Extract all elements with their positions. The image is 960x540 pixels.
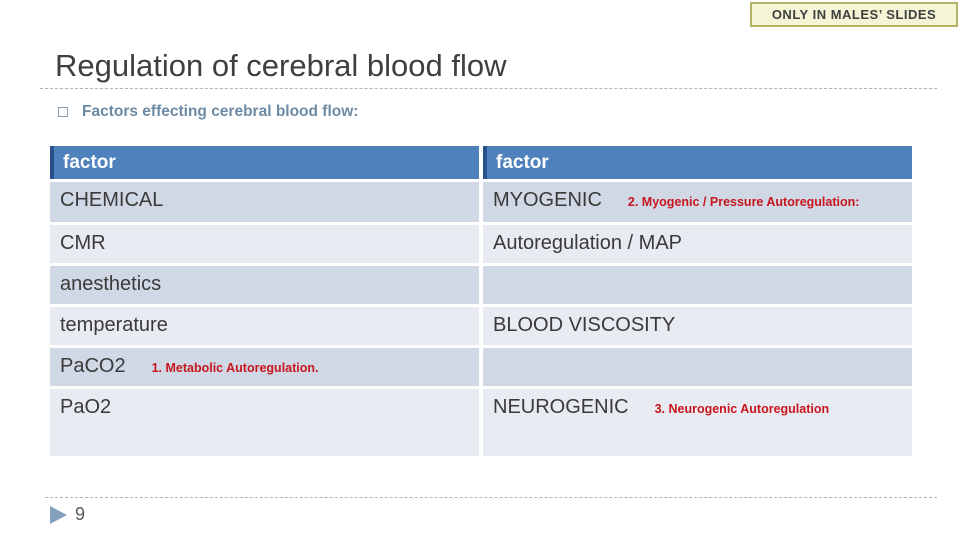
bullet-label: Factors effecting cerebral blood flow: xyxy=(82,103,359,120)
square-bullet-icon xyxy=(58,107,68,117)
table-row xyxy=(483,348,912,386)
table-header-cell: factor xyxy=(496,151,549,173)
bullet-item: Factors effecting cerebral blood flow: xyxy=(58,103,358,121)
factor-cell: Autoregulation / MAP xyxy=(493,232,682,254)
table-row: anesthetics xyxy=(50,266,479,304)
table-row: MYOGENIC 2. Myogenic / Pressure Autoregul… xyxy=(483,182,912,222)
factor-cell: CMR xyxy=(60,232,106,254)
table-row: CHEMICAL xyxy=(50,182,479,222)
factor-tables: factor CHEMICAL CMR anesthetics temperature… xyxy=(50,146,912,456)
table-row: NEUROGENIC 3. Neurogenic Autoregulation xyxy=(483,389,912,456)
factor-cell: PaO2 xyxy=(60,396,112,418)
autoregulation-note: 3. Neurogenic Autoregulation xyxy=(654,402,830,416)
table-row: BLOOD VISCOSITY xyxy=(483,307,912,345)
table-row xyxy=(483,266,912,304)
autoregulation-note: 2. Myogenic / Pressure Autoregulation: xyxy=(627,195,860,209)
factor-cell: temperature xyxy=(60,314,168,336)
table-header-cell: factor xyxy=(63,151,116,173)
slide-title: Regulation of cerebral blood flow xyxy=(55,48,507,83)
factor-cell: MYOGENIC xyxy=(493,189,602,211)
factor-table-left: factor CHEMICAL CMR anesthetics temperature… xyxy=(50,146,479,456)
table-row: Autoregulation / MAP xyxy=(483,225,912,263)
factor-cell: CHEMICAL xyxy=(60,189,164,211)
only-in-males-slides-badge: ONLY IN MALES’ SLIDES xyxy=(750,2,958,27)
autoregulation-note: 1. Metabolic Autoregulation. xyxy=(151,361,319,375)
play-arrow-icon xyxy=(50,505,67,524)
table-row: PaCO2 1. Metabolic Autoregulation. xyxy=(50,348,479,386)
table-row: CMR xyxy=(50,225,479,263)
footer: 9 xyxy=(50,504,85,525)
table-row: PaO2 xyxy=(50,389,479,456)
footer-divider xyxy=(45,497,937,498)
table-header-row: factor xyxy=(483,146,912,179)
badge-label: ONLY IN MALES’ SLIDES xyxy=(771,7,937,22)
factor-cell: PaCO2 xyxy=(60,355,126,377)
factor-cell: BLOOD VISCOSITY xyxy=(493,314,676,336)
table-row: temperature xyxy=(50,307,479,345)
table-header-row: factor xyxy=(50,146,479,179)
page-number: 9 xyxy=(75,504,86,524)
title-divider xyxy=(40,88,937,89)
factor-cell: anesthetics xyxy=(60,273,162,295)
factor-cell: NEUROGENIC xyxy=(493,396,629,418)
factor-table-right: factor MYOGENIC 2. Myogenic / Pressure Au… xyxy=(483,146,912,456)
